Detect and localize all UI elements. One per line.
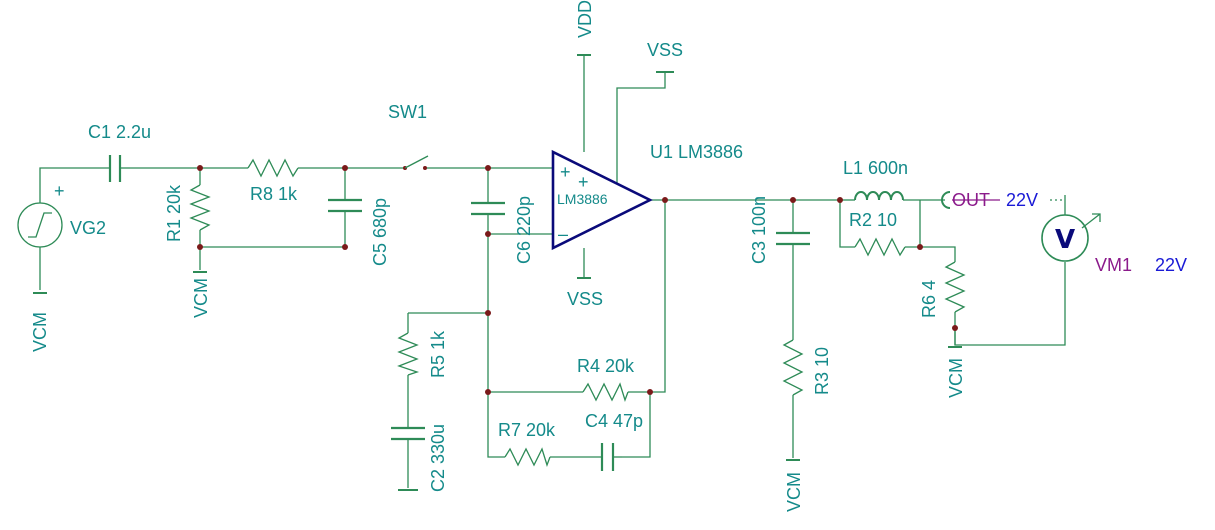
vg2-plus-sign: +	[54, 181, 65, 201]
vdd-label: VDD	[575, 0, 595, 38]
l1-label: L1 600n	[843, 158, 908, 178]
c5-capacitor: C5 680p	[328, 198, 390, 266]
r1-label: R1 20k	[164, 184, 184, 242]
opamp-minus-sign: –	[558, 224, 568, 244]
c5-label: C5 680p	[370, 198, 390, 266]
c3-label: C3 100n	[749, 196, 769, 264]
u1-label: U1 LM3886	[650, 142, 743, 162]
u1-opamp: + + – LM3886 U1 LM3886	[551, 142, 743, 251]
vss-top-label: VSS	[647, 40, 683, 60]
r5-label: R5 1k	[428, 330, 448, 378]
sw1-label: SW1	[388, 102, 427, 122]
c4-label: C4 47p	[585, 411, 643, 431]
vcm-label-a: VCM	[30, 312, 50, 352]
r7-resistor: R7 20k	[498, 420, 556, 468]
r6-label: R6 4	[919, 280, 939, 318]
vg2-source: + VG2 VCM	[17, 181, 106, 352]
vm1-meter: V VM1 22V	[1041, 213, 1187, 275]
opamp-plus-sign-2: +	[578, 172, 589, 192]
out-value: 22V	[1006, 190, 1038, 210]
vcm-label-d: VCM	[946, 358, 966, 398]
r7-label: R7 20k	[498, 420, 556, 440]
out-node: OUT 22V	[941, 190, 1065, 210]
r4-label: R4 20k	[577, 356, 635, 376]
vm1-value: 22V	[1155, 255, 1187, 275]
c1-capacitor: C1 2.2u	[88, 122, 151, 182]
r1-resistor: R1 20k VCM	[164, 184, 211, 318]
r6-resistor: R6 4 VCM	[919, 261, 966, 398]
vcm-label-b: VCM	[191, 278, 211, 318]
power-pins: VDD VSS VSS	[567, 0, 683, 309]
c4-capacitor: C4 47p	[585, 411, 643, 471]
r5-resistor: R5 1k	[397, 330, 448, 378]
vcm-label-c: VCM	[784, 472, 804, 512]
r8-label: R8 1k	[250, 184, 298, 204]
r4-resistor: R4 20k	[577, 356, 635, 403]
opamp-plus-sign: +	[560, 162, 571, 182]
vg2-label: VG2	[70, 218, 106, 238]
wires	[39, 55, 1066, 488]
r2-label: R2 10	[849, 210, 897, 230]
vm1-label: VM1	[1095, 255, 1132, 275]
r3-resistor: R3 10 VCM	[782, 339, 832, 512]
junction-dots	[197, 165, 958, 395]
c6-label: C6 220p	[514, 196, 534, 264]
chip-label: LM3886	[557, 191, 608, 207]
r3-label: R3 10	[812, 347, 832, 395]
r8-resistor: R8 1k	[247, 158, 299, 204]
c6-capacitor: C6 220p	[471, 196, 534, 264]
c2-capacitor: C2 330u	[391, 424, 448, 492]
meter-letter: V	[1055, 225, 1075, 255]
c2-label: C2 330u	[428, 424, 448, 492]
c1-label: C1 2.2u	[88, 122, 151, 142]
r2-resistor: R2 10	[849, 210, 906, 257]
out-label: OUT	[952, 190, 990, 210]
l1-inductor: L1 600n	[843, 158, 908, 201]
vss-bottom-label: VSS	[567, 289, 603, 309]
sw1-switch: SW1	[388, 102, 429, 170]
c3-capacitor: C3 100n	[749, 196, 810, 264]
